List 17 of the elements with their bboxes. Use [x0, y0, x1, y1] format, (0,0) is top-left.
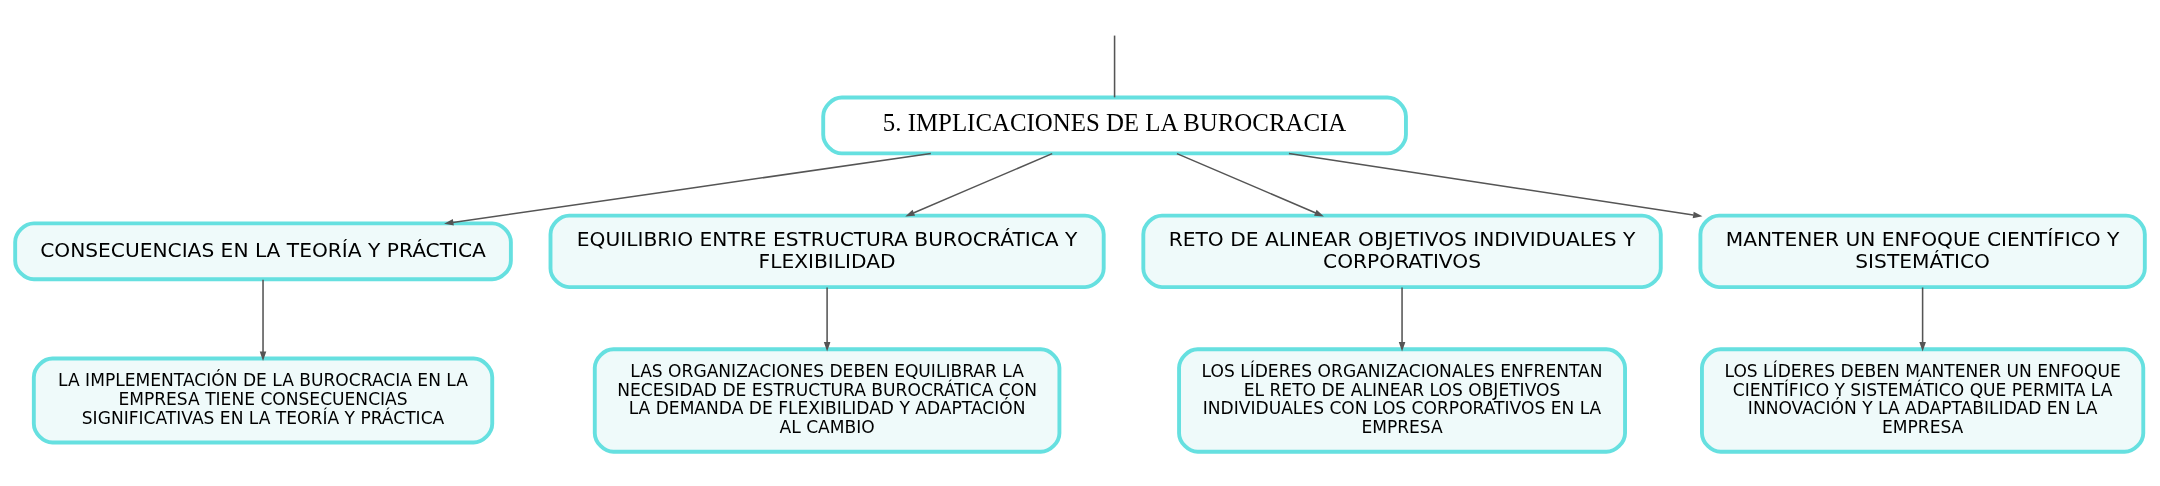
- arrow: [905, 152, 1053, 217]
- arrow: [1176, 152, 1324, 217]
- arrow: [1398, 286, 1406, 352]
- arrow: [823, 286, 831, 352]
- node-box: LAS ORGANIZACIONES DEBEN EQUILIBRAR LA NECESIDAD DE ESTRUCTURA BUROCRÁTICA CON LA DEMANDA DE FLEXIBILIDAD Y ADAPTACIÓN AL CAMBIO: [592, 347, 1062, 454]
- connector: [1113, 34, 1116, 99]
- node-box: LOS LÍDERES ORGANIZACIONALES ENFRENTAN EL RETO DE ALINEAR LOS OBJETIVOS INDIVIDUALES CON LOS CORPORATIVOS EN LA EMPRESA: [1177, 347, 1627, 454]
- node-box: LOS LÍDERES DEBEN MANTENER UN ENFOQUE CIENTÍFICO Y SISTEMÁTICO QUE PERMITA LA INNOVACIÓN Y LA ADAPTABILIDAD EN LA EMPRESA: [1700, 347, 2146, 454]
- node-box: 5. IMPLICACIONES DE LA BUROCRACIA: [821, 95, 1408, 156]
- arrow: [1919, 286, 1926, 352]
- arrow: [1288, 152, 1703, 219]
- node-box: RETO DE ALINEAR OBJETIVOS INDIVIDUALES Y CORPORATIVOS: [1141, 213, 1663, 289]
- node-box: EQUILIBRIO ENTRE ESTRUCTURA BUROCRÁTICA Y FLEXIBILIDAD: [548, 213, 1106, 289]
- node-box: LA IMPLEMENTACIÓN DE LA BUROCRACIA EN LA EMPRESA TIENE CONSECUENCIAS SIGNIFICATIVAS EN LA TEORÍA Y PRÁCTICA: [31, 356, 495, 445]
- arrow: [259, 278, 267, 361]
- node-box: MANTENER UN ENFOQUE CIENTÍFICO Y SISTEMÁTICO: [1698, 213, 2147, 289]
- arrow: [444, 152, 932, 226]
